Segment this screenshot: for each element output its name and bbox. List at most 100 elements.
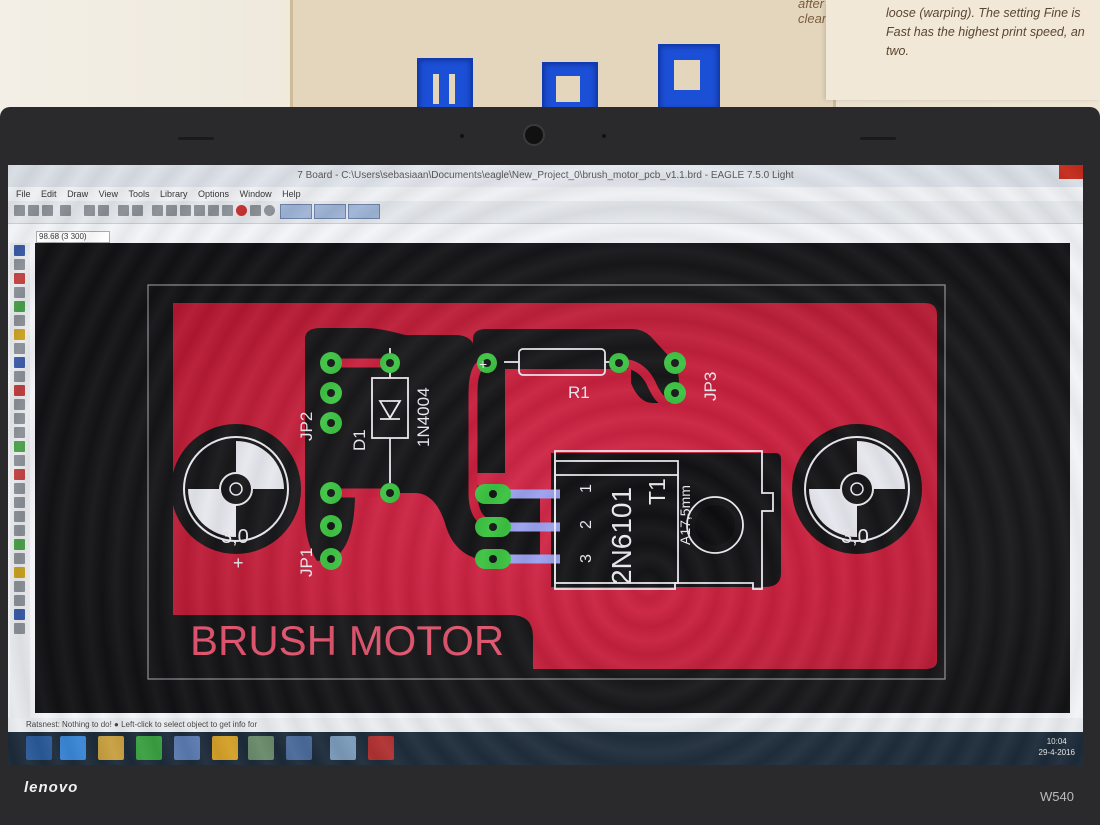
model-label: W540 (1040, 789, 1074, 804)
menu-view[interactable]: View (98, 189, 118, 199)
app-icon-4[interactable] (330, 736, 356, 760)
board-icon[interactable] (84, 205, 95, 216)
status-bar: Ratsnest: Nothing to do! ● Left-click to… (8, 718, 1083, 732)
mount-hole-right (804, 436, 910, 542)
board-title: BRUSH MOTOR (190, 617, 504, 664)
wire-tool-icon[interactable] (14, 469, 25, 480)
auto-tool-icon[interactable] (14, 595, 25, 606)
hole-tool-icon[interactable] (14, 567, 25, 578)
menu-file[interactable]: File (16, 189, 31, 199)
system-clock[interactable]: 10:04 29-4-2016 (1039, 736, 1075, 758)
label-jp3: JP3 (701, 372, 720, 401)
menu-draw[interactable]: Draw (67, 189, 89, 199)
start-button[interactable] (26, 736, 52, 760)
menu-window[interactable]: Window (239, 189, 272, 199)
label-heatsink: A17,5mm (677, 485, 693, 545)
store-icon[interactable] (136, 736, 162, 760)
sign-line-3: two. (886, 44, 909, 58)
menu-tools[interactable]: Tools (128, 189, 150, 199)
label-r1: R1 (568, 383, 590, 402)
clock-time: 10:04 (1046, 737, 1067, 746)
status-text: Ratsnest: Nothing to do! ● Left-click to… (26, 720, 258, 729)
redo-icon[interactable] (222, 205, 233, 216)
board-outline (147, 284, 946, 680)
sign-line-2: Fast has the highest print speed, an (886, 25, 1085, 39)
move-tool-icon[interactable] (14, 301, 25, 312)
screen: 7 Board - C:\Users\sebasiaan\Documents\e… (8, 165, 1083, 765)
menu-options[interactable]: Options (198, 189, 230, 199)
mark-tool-icon[interactable] (14, 287, 25, 298)
app-icon-1[interactable] (174, 736, 200, 760)
eagle-icon[interactable] (368, 736, 394, 760)
brand-logo: lenovo (24, 779, 79, 796)
zoom-out-icon[interactable] (180, 205, 191, 216)
chrome-icon[interactable] (212, 736, 238, 760)
app-icon-3[interactable] (286, 736, 312, 760)
route-tool-icon[interactable] (14, 441, 25, 452)
label-pin-1: 1 (578, 484, 595, 493)
label-mount-right: 3,0 (841, 526, 869, 548)
layer-button[interactable] (314, 204, 346, 219)
heatsink-hole (686, 496, 744, 554)
rotate-tool-icon[interactable] (14, 343, 25, 354)
taskbar: 10:04 29-4-2016 (8, 732, 1083, 765)
coordinate-display: 98.68 (3 300) (36, 231, 110, 243)
via-tool-icon[interactable] (14, 553, 25, 564)
rect-tool-icon[interactable] (14, 525, 25, 536)
add-tool-icon[interactable] (14, 399, 25, 410)
label-t1-value: 2N6101 (606, 487, 637, 585)
grid-button[interactable] (280, 204, 312, 219)
speaker-left (178, 137, 214, 140)
circle-tool-icon[interactable] (14, 497, 25, 508)
label-plus-r1: + (479, 356, 487, 372)
open-icon[interactable] (14, 205, 25, 216)
cam-icon[interactable] (60, 205, 71, 216)
ulp-icon[interactable] (132, 205, 143, 216)
script-icon[interactable] (118, 205, 129, 216)
save-icon[interactable] (28, 205, 39, 216)
print-icon[interactable] (42, 205, 53, 216)
info-tool-icon[interactable] (14, 245, 25, 256)
zoom-fit-icon[interactable] (152, 205, 163, 216)
delete-tool-icon[interactable] (14, 385, 25, 396)
ratsnest-tool-icon[interactable] (14, 581, 25, 592)
errors-tool-icon[interactable] (14, 623, 25, 634)
show-tool-icon[interactable] (14, 259, 25, 270)
polygon-tool-icon[interactable] (14, 539, 25, 550)
ie-icon[interactable] (60, 736, 86, 760)
app-icon-2[interactable] (248, 736, 274, 760)
group-tool-icon[interactable] (14, 357, 25, 368)
change-tool-icon[interactable] (14, 371, 25, 382)
diode-symbol (378, 400, 402, 420)
arc-tool-icon[interactable] (14, 511, 25, 522)
window-titlebar[interactable]: 7 Board - C:\Users\sebasiaan\Documents\e… (8, 165, 1083, 187)
board-canvas[interactable]: JP2 D1 1N4004 JP1 JP3 R1 2N6101 T1 A17,5… (35, 243, 1070, 713)
menu-library[interactable]: Library (160, 189, 188, 199)
mirror-tool-icon[interactable] (14, 329, 25, 340)
ripup-tool-icon[interactable] (14, 455, 25, 466)
stop-icon[interactable] (236, 205, 247, 216)
schematic-icon[interactable] (98, 205, 109, 216)
label-jp1: JP1 (297, 548, 316, 577)
value-tool-icon[interactable] (14, 427, 25, 438)
name-tool-icon[interactable] (14, 413, 25, 424)
explorer-icon[interactable] (98, 736, 124, 760)
label-jp2: JP2 (297, 412, 316, 441)
undo-icon[interactable] (208, 205, 219, 216)
drc-tool-icon[interactable] (14, 609, 25, 620)
text-tool-icon[interactable] (14, 483, 25, 494)
zoom-in-icon[interactable] (166, 205, 177, 216)
command-toolbar (10, 243, 30, 743)
label-mount-left: 3,0 (221, 526, 249, 548)
go-icon[interactable] (250, 205, 261, 216)
window-title: 7 Board - C:\Users\sebasiaan\Documents\e… (297, 170, 794, 181)
close-button[interactable] (1059, 165, 1083, 179)
help-icon[interactable] (264, 205, 275, 216)
copy-tool-icon[interactable] (14, 315, 25, 326)
menu-help[interactable]: Help (282, 189, 301, 199)
menu-edit[interactable]: Edit (41, 189, 57, 199)
display-tool-icon[interactable] (14, 273, 25, 284)
redraw-icon[interactable] (194, 205, 205, 216)
info-button[interactable] (348, 204, 380, 219)
label-diode-value: 1N4004 (414, 387, 433, 447)
